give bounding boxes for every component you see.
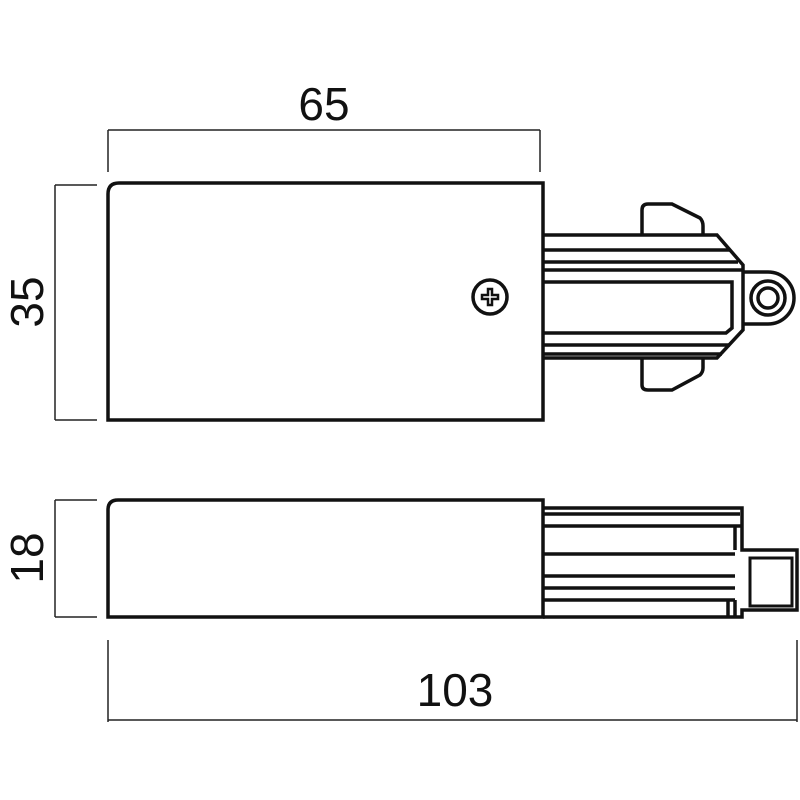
dimension-top-height: 35 — [1, 184, 97, 421]
side-view-body — [106, 498, 545, 619]
side-view — [106, 498, 799, 619]
dimension-top-width: 65 — [107, 78, 541, 172]
dimension-label-65: 65 — [298, 78, 349, 130]
dimension-label-103: 103 — [417, 664, 494, 716]
side-view-connector — [543, 506, 799, 619]
top-view-body — [106, 181, 545, 422]
dimension-side-height: 18 — [1, 499, 97, 618]
top-view — [106, 181, 796, 422]
mounting-lug — [743, 270, 796, 326]
dimension-label-35: 35 — [1, 276, 53, 327]
dimension-total-length: 103 — [107, 640, 798, 722]
dimension-label-18: 18 — [1, 532, 53, 583]
top-view-connector — [543, 202, 796, 392]
screw-icon — [471, 278, 509, 316]
